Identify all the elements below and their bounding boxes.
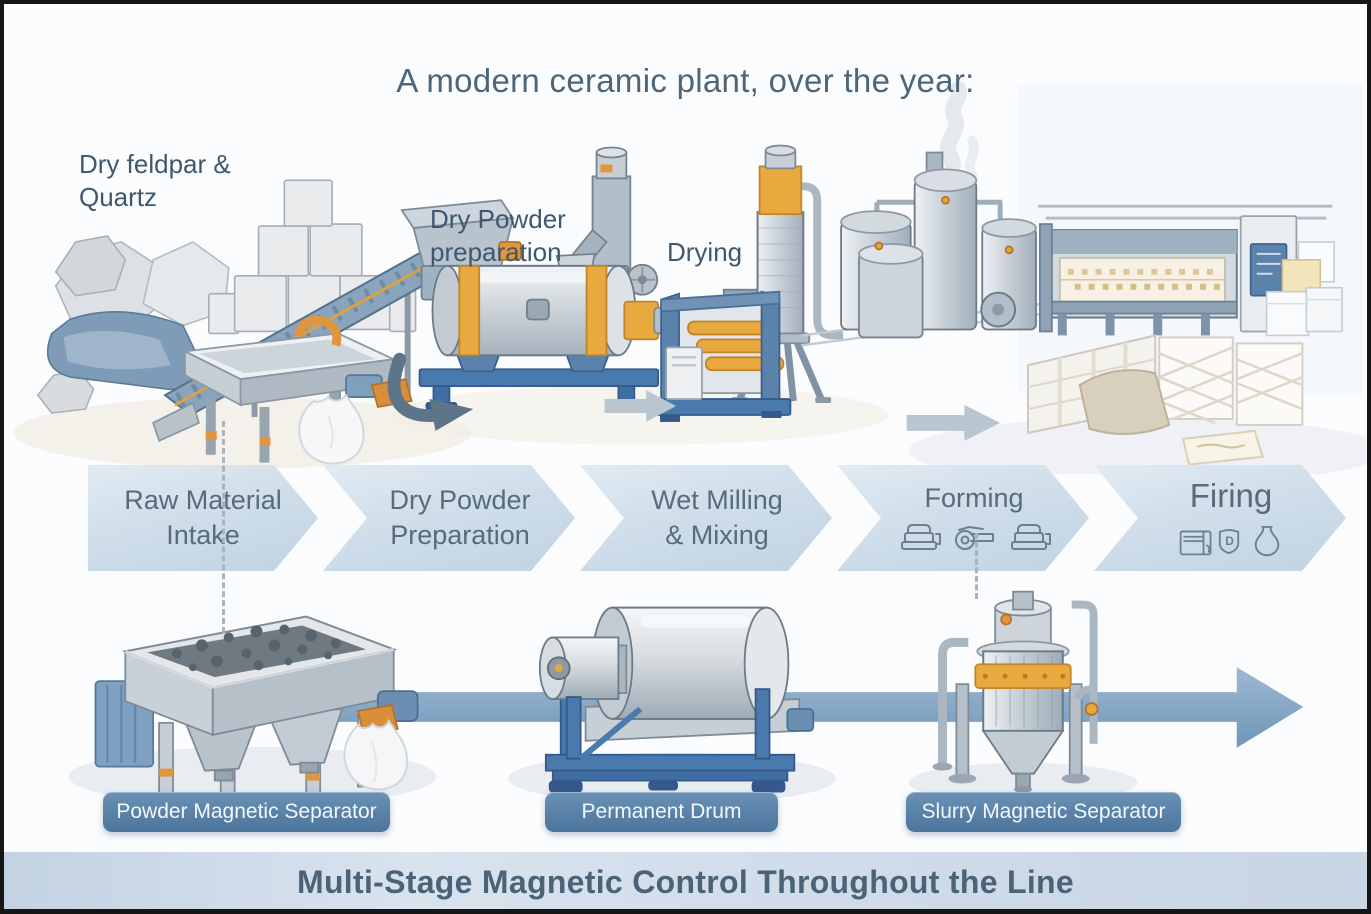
- product-boxes: [1265, 241, 1343, 337]
- tag-label: Powder Magnetic Separator: [116, 800, 377, 823]
- permanent-drum-separator: [538, 606, 815, 793]
- stage-label: Firing: [1189, 477, 1273, 515]
- process-stage-dry-powder-preparation: Dry Powder Preparation: [323, 465, 575, 571]
- label-line: preparation: [430, 236, 562, 267]
- shield-d-badge-icon: D: [1217, 528, 1241, 556]
- powder-magnetic-separator: [94, 615, 419, 812]
- process-stage-raw-material-intake: Raw Material Intake: [88, 465, 318, 571]
- kiln-icon: [1178, 523, 1222, 561]
- roller-press: [654, 290, 792, 422]
- stage-label: Forming: [924, 482, 1024, 513]
- stage-label: & Mixing: [665, 520, 769, 550]
- storage-tanks: [840, 151, 1037, 339]
- label-drying: Drying: [667, 236, 742, 269]
- label-dry-powder: Dry Powder preparation: [430, 203, 566, 268]
- firing-icons: D: [1178, 523, 1284, 561]
- stage-label: Wet Milling: [651, 484, 783, 515]
- connector-dashed-forming: [975, 533, 978, 599]
- ground-shadow: [391, 385, 889, 445]
- page-title: A modern ceramic plant, over the year:: [396, 62, 975, 99]
- process-flow-arrow: [322, 667, 1304, 748]
- process-stage-banner: Raw Material Intake Dry Powder Preparati…: [88, 465, 1346, 571]
- stage-label: Intake: [166, 520, 240, 550]
- plant-overview-scene: [13, 80, 1367, 474]
- process-stage-wet-milling-mixing: Wet Milling & Mixing: [580, 465, 832, 571]
- feldspar-block-pile: [208, 179, 417, 335]
- badge-letter: D: [1225, 534, 1234, 548]
- tag-slurry-magnetic-separator: Slurry Magnetic Separator: [906, 792, 1181, 832]
- label-line: Dry feldpar &: [79, 149, 231, 179]
- footer-title: Multi-Stage Magnetic Control Throughout …: [297, 864, 1074, 900]
- magnetic-equipment-scene: [68, 590, 1304, 812]
- label-line: Drying: [667, 237, 743, 267]
- tag-permanent-drum: Permanent Drum: [545, 792, 778, 832]
- stage-label: Dry Powder: [389, 484, 531, 515]
- forming-icons: [896, 521, 1052, 555]
- label-line: Quartz: [79, 181, 158, 212]
- label-line: Dry Powder: [430, 204, 566, 234]
- press-icon: [1006, 521, 1052, 555]
- roller-press-icon: [951, 521, 997, 555]
- magnetic-material: [172, 624, 342, 672]
- flow-arrow-right-icon: [604, 390, 677, 422]
- slurry-magnetic-separator: [932, 590, 1099, 794]
- storage-pen: [1026, 334, 1304, 466]
- tag-powder-magnetic-separator: Powder Magnetic Separator: [103, 792, 390, 832]
- ball-mill: [418, 264, 681, 410]
- ceramic-pot-icon: [1250, 523, 1284, 561]
- flow-arrow-right-icon: [906, 405, 1001, 441]
- process-stage-forming: Forming: [837, 465, 1089, 571]
- tag-label: Slurry Magnetic Separator: [921, 800, 1166, 823]
- flow-curve-arrow: [387, 352, 474, 431]
- label-raw-material: Dry feldpar & Quartz: [79, 148, 231, 213]
- connector-dashed-raw-intake: [222, 421, 225, 633]
- footer-band: Multi-Stage Magnetic Control Throughout …: [4, 852, 1367, 909]
- stage-label: Preparation: [390, 520, 530, 550]
- press-icon: [896, 521, 942, 555]
- stage-label: Raw Material: [124, 484, 282, 515]
- tag-label: Permanent Drum: [581, 800, 742, 823]
- process-stage-firing: Firing D: [1094, 465, 1346, 571]
- tunnel-kiln: [1037, 204, 1333, 336]
